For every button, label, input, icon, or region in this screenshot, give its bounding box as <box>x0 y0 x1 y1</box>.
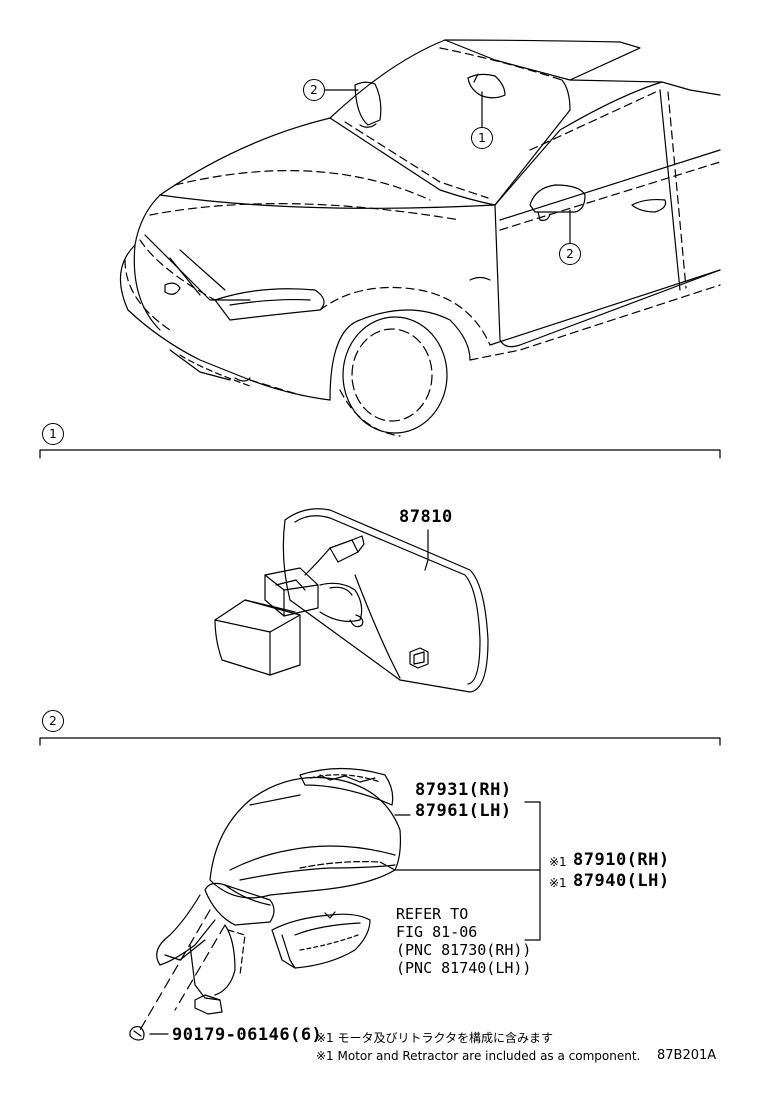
part-number-inner-mirror: 87810 <box>399 507 453 527</box>
section-2-marker: 2 <box>42 710 64 732</box>
part-number-screw: 90179-06146(6) <box>172 1025 323 1045</box>
inner-mirror-illustration <box>214 508 489 693</box>
refer-line-3: (PNC 81730(RH)) <box>396 941 532 959</box>
section-1-marker: 1 <box>42 423 64 445</box>
refer-line-4: (PNC 81740(LH)) <box>396 959 532 977</box>
part-number-cover-rh: 87931(RH) <box>415 780 512 800</box>
footnote-japanese: ※1 モータ及びリトラクタを構成に含みます <box>316 1031 554 1045</box>
outer-mirror-illustration <box>129 767 541 1041</box>
figure-code: 87B201A <box>657 1048 717 1063</box>
footnote-english: ※1 Motor and Retractor are included as a… <box>316 1049 641 1063</box>
part-number-cover-lh: 87961(LH) <box>415 801 512 821</box>
mirror-lh-mark: ※1 <box>549 876 567 890</box>
part-number-mirror-rh: 87910(RH) <box>573 850 670 870</box>
part-number-mirror-lh: 87940(LH) <box>573 871 670 891</box>
callout-mirror-outer-top: 2 <box>303 79 325 101</box>
section-dividers <box>39 449 721 746</box>
callout-mirror-outer-door: 2 <box>559 243 581 265</box>
mirror-rh-mark: ※1 <box>549 855 567 869</box>
car-illustration <box>119 39 721 437</box>
callout-mirror-inside: 1 <box>471 127 493 149</box>
refer-line-2: FIG 81-06 <box>396 923 478 941</box>
refer-line-1: REFER TO <box>396 905 469 923</box>
